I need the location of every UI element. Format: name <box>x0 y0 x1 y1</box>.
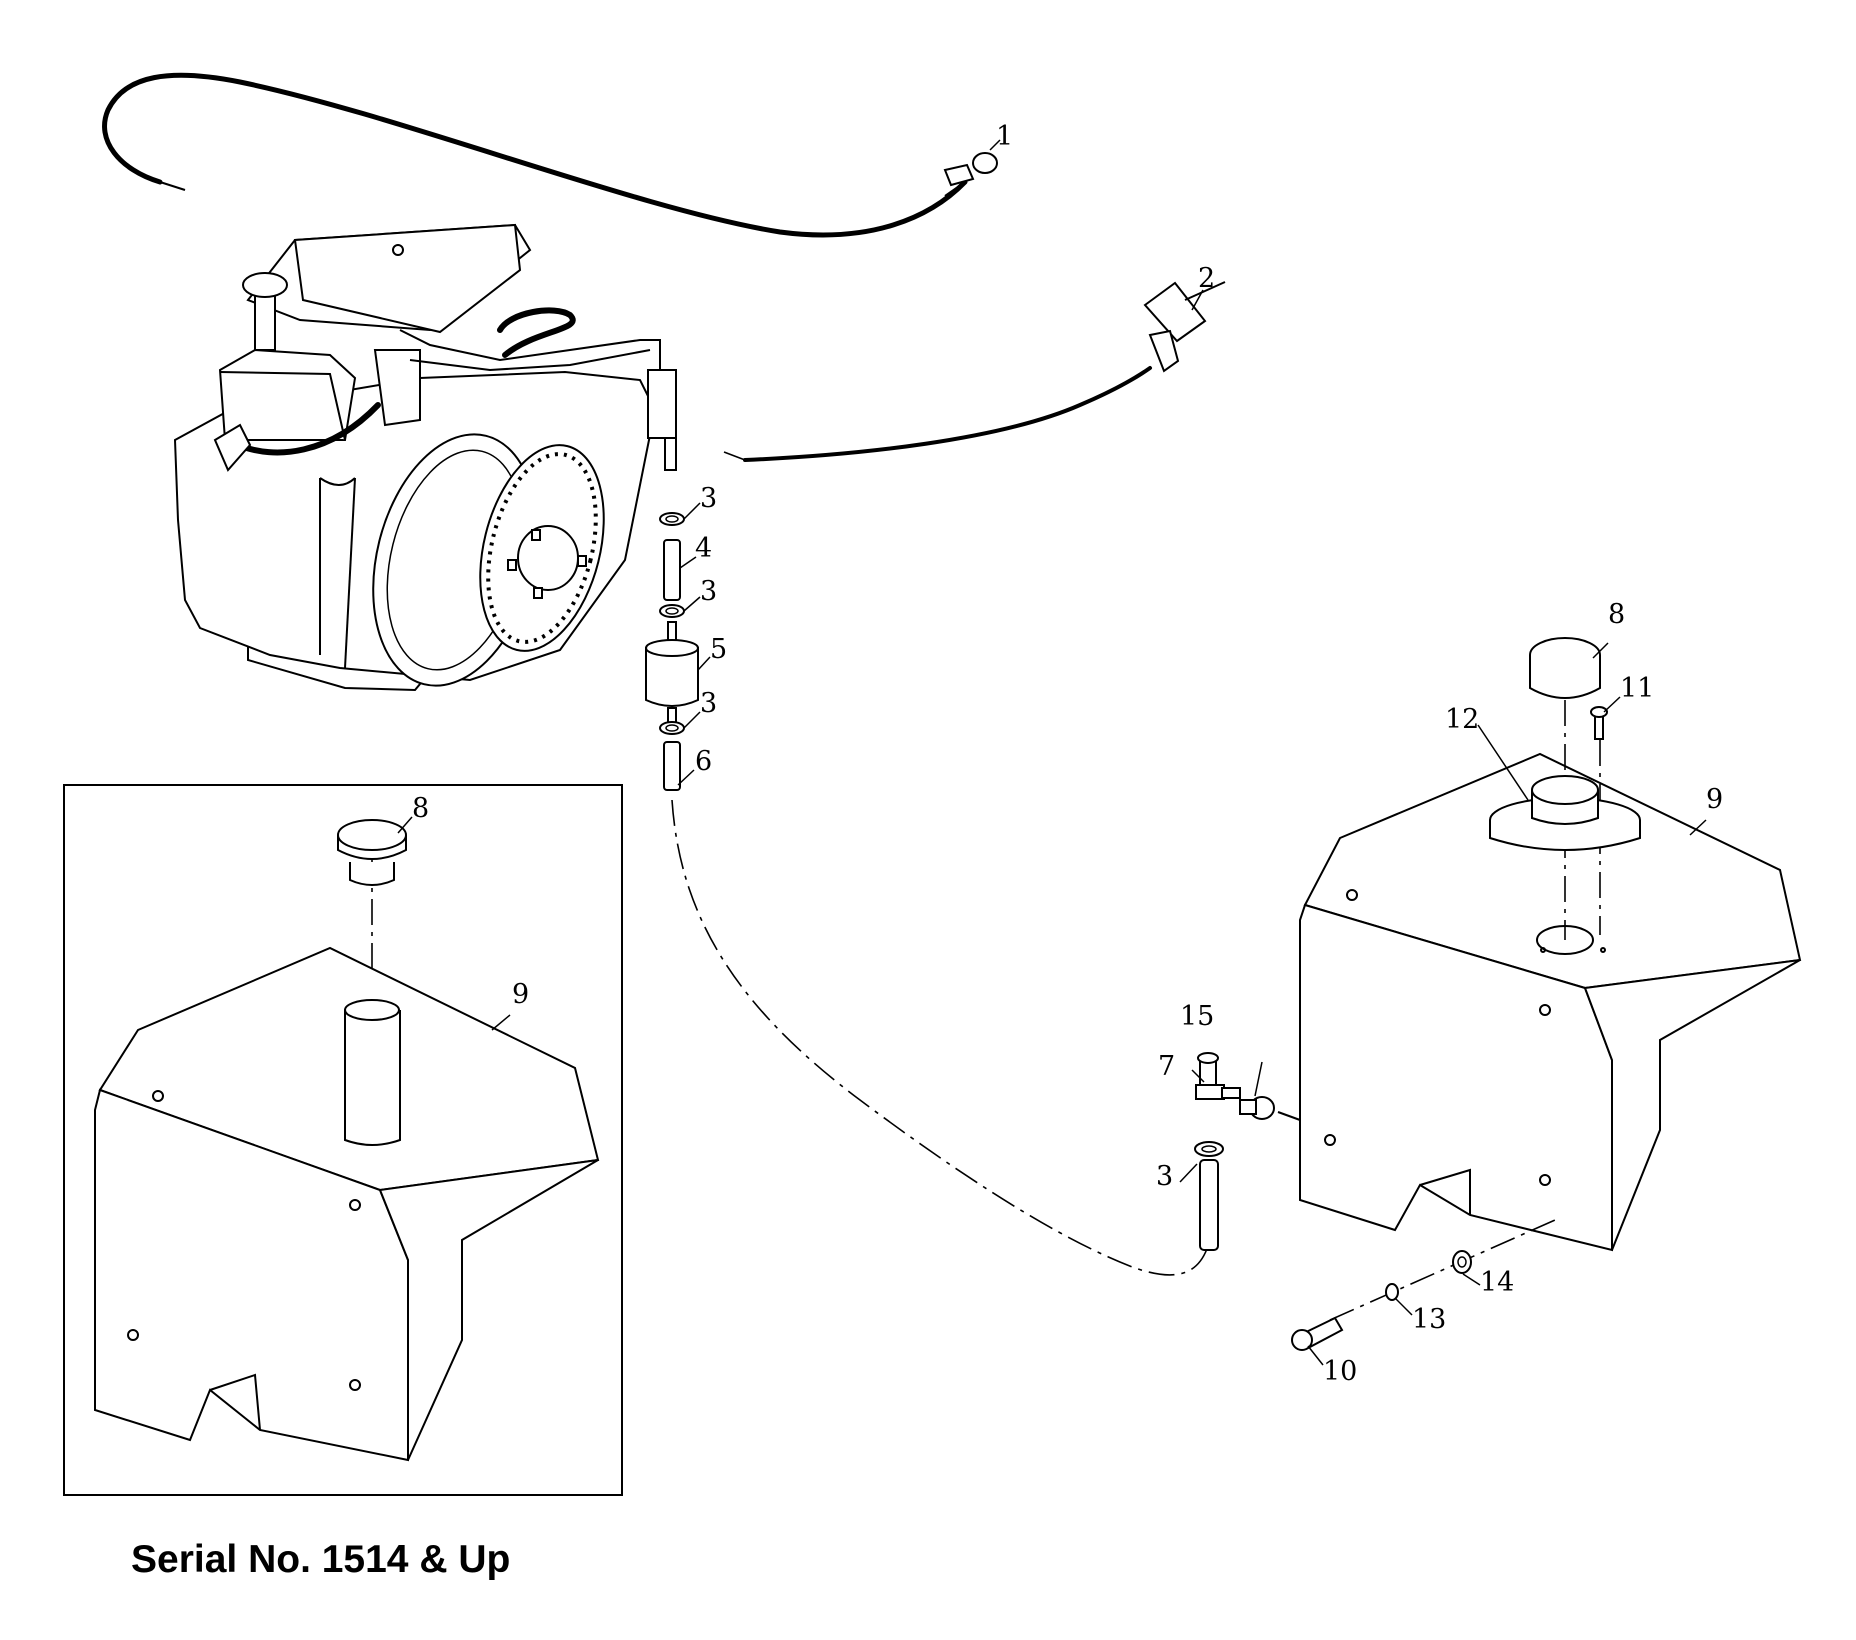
callout-10: 10 <box>1323 1356 1357 1387</box>
fuel-line-components <box>645 512 699 791</box>
callout-9-main: 9 <box>1706 784 1723 815</box>
callout-8-main: 8 <box>1608 599 1625 630</box>
callout-11: 11 <box>1620 673 1654 704</box>
mounting-hardware <box>1291 1219 1556 1351</box>
callout-12: 12 <box>1445 704 1479 735</box>
callout-7: 7 <box>1158 1051 1175 1082</box>
callout-15: 15 <box>1180 1001 1214 1032</box>
serial-number-caption: Serial No. 1514 & Up <box>131 1538 511 1581</box>
callout-3c: 3 <box>700 688 717 719</box>
callout-2: 2 <box>1198 263 1215 294</box>
callout-4: 4 <box>695 533 712 564</box>
shutoff-valve-assembly <box>1194 1052 1301 1251</box>
throttle-cable <box>102 72 998 238</box>
callout-3a: 3 <box>700 483 717 514</box>
callout-1: 1 <box>996 121 1013 152</box>
callout-numbers: 1 2 3 4 3 5 3 6 8 9 8 11 12 9 15 7 3 14 … <box>412 121 1723 1387</box>
callout-8-inset: 8 <box>412 793 429 824</box>
engine <box>173 223 677 692</box>
fuel-line-route <box>671 799 1213 1276</box>
callout-6: 6 <box>695 746 712 777</box>
callout-3d: 3 <box>1156 1161 1173 1192</box>
callout-3b: 3 <box>700 576 717 607</box>
callout-9-inset: 9 <box>512 979 529 1010</box>
callout-leaders <box>397 139 1707 1366</box>
callout-13: 13 <box>1412 1304 1446 1335</box>
fuel-tank-main <box>1299 752 1802 1252</box>
callout-5: 5 <box>710 634 727 665</box>
callout-14: 14 <box>1480 1267 1514 1298</box>
main-tank-filler <box>1489 637 1641 940</box>
choke-cable <box>723 281 1226 462</box>
inset-serial-variant <box>63 784 623 1496</box>
